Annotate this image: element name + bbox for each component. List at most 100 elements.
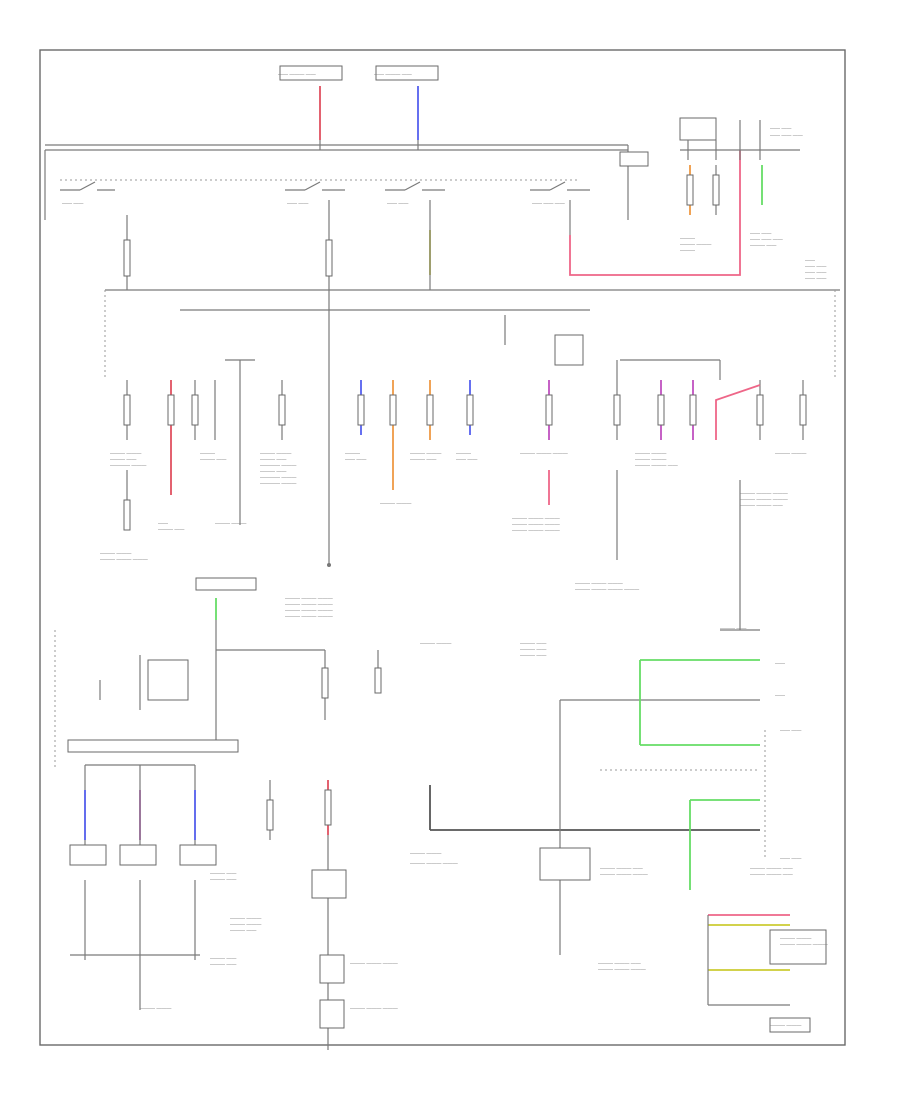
svg-text:——— ——— ———: ——— ——— ——— (512, 528, 560, 534)
svg-text:——— ——— ——— ———: ——— ——— ——— ——— (575, 587, 639, 593)
svg-text:——— ——: ——— —— (260, 469, 286, 475)
svg-text:——— ——— ———: ——— ——— ——— (350, 961, 398, 967)
svg-text:—— ——— ——: —— ——— —— (278, 72, 316, 78)
svg-text:——: —— (775, 661, 785, 667)
svg-text:——— ———: ——— ——— (420, 641, 451, 647)
svg-text:———— ———: ———— ——— (260, 481, 296, 487)
svg-text:—— ——: —— —— (387, 201, 408, 207)
svg-text:——— ——— ———: ——— ——— ——— (410, 861, 458, 867)
box-lower-center (539, 847, 591, 881)
svg-text:——: —— (158, 521, 168, 527)
svg-text:——— ———: ——— ——— (230, 922, 261, 928)
svg-text:——— ———: ——— ——— (100, 551, 131, 557)
svg-text:——— ——: ——— —— (520, 641, 546, 647)
svg-text:——— ———: ——— ——— (410, 451, 441, 457)
connector-top-right (679, 117, 717, 141)
svg-text:——— ——: ——— —— (520, 647, 546, 653)
svg-text:——— ———: ——— ——— (780, 936, 811, 942)
svg-text:——— ——: ——— —— (210, 877, 236, 883)
svg-text:——— ——: ——— —— (230, 928, 256, 934)
svg-text:—— ——: —— —— (780, 856, 801, 862)
power-source-box-left (279, 65, 343, 81)
svg-text:—— —— ——: —— —— —— (750, 237, 783, 243)
fuse-box-center (554, 334, 584, 366)
branch-distribution (123, 290, 807, 630)
component-labels: —— ——— —— —— ——— —— ——— ——— ——— —— ———— … (100, 72, 828, 1029)
power-source-mid (195, 577, 257, 591)
svg-text:—— ——: —— —— (805, 270, 826, 276)
top-bus (44, 144, 649, 220)
svg-text:——— ——— ———: ——— ——— ——— (598, 967, 646, 973)
svg-text:——— ——— ———: ——— ——— ——— (285, 602, 333, 608)
svg-text:—— ——: —— —— (805, 264, 826, 270)
svg-text:—— ——: —— —— (770, 126, 791, 132)
svg-text:——— ———: ——— ——— (110, 451, 141, 457)
svg-text:—— —— ——: —— —— —— (770, 133, 803, 139)
svg-text:——— ———: ——— ——— (635, 457, 666, 463)
svg-text:——— ——— ——: ——— ——— —— (598, 961, 641, 967)
svg-text:——— ——— ———: ——— ——— ——— (285, 608, 333, 614)
svg-text:——: —— (775, 693, 785, 699)
svg-text:—— ——— ——: —— ——— —— (374, 72, 412, 78)
svg-text:———— ———: ———— ——— (260, 463, 296, 469)
top-power-feeds (279, 65, 439, 150)
svg-text:——— ——— ———: ——— ——— ——— (780, 942, 828, 948)
svg-text:———— ———: ———— ——— (110, 463, 146, 469)
middle-section (67, 577, 382, 1050)
svg-text:——— ——— ———: ——— ——— ——— (512, 522, 560, 528)
right-middle-section: —— —— —— —— —— —— (429, 629, 827, 1033)
svg-text:——— ——: ——— —— (260, 457, 286, 463)
ground-box-top-right (619, 151, 649, 167)
svg-text:——— ———: ——— ——— (260, 451, 291, 457)
svg-text:——— ———: ——— ——— (770, 1023, 801, 1029)
svg-text:——: —— (805, 258, 815, 264)
svg-text:———: ——— (680, 236, 695, 242)
svg-text:——— ———: ——— ——— (680, 242, 711, 248)
svg-text:——— ——— ———: ——— ——— ——— (285, 614, 333, 620)
svg-text:——— ———: ——— ——— (140, 1006, 171, 1012)
relay-row: —— —— —— —— —— —— —— —— —— (60, 179, 590, 207)
svg-text:——— ——— ———: ——— ——— ——— (285, 596, 333, 602)
svg-text:———— ———: ———— ——— (260, 475, 296, 481)
svg-text:—— —— ——: —— —— —— (532, 201, 565, 207)
svg-text:——— ——— ———: ——— ——— ——— (575, 581, 623, 587)
svg-text:——— ——: ——— —— (158, 527, 184, 533)
svg-text:——— ——— ——: ——— ——— —— (750, 866, 793, 872)
svg-text:———: ——— (200, 451, 215, 457)
svg-text:——— ——— ———: ——— ——— ——— (512, 516, 560, 522)
svg-text:——— ———: ——— ——— (775, 451, 806, 457)
svg-text:——— ——: ——— —— (110, 457, 136, 463)
svg-text:——— ——— ———: ——— ——— ——— (740, 491, 788, 497)
box-bottom-right (769, 929, 827, 965)
svg-text:——— ——— ———: ——— ——— ——— (100, 557, 148, 563)
svg-text:——— ——— ———: ——— ——— ——— (600, 872, 648, 878)
svg-text:———: ——— (456, 451, 471, 457)
svg-text:——— ——: ——— —— (750, 243, 776, 249)
svg-text:———: ——— (680, 248, 695, 254)
diagram-frame (39, 49, 846, 1046)
svg-text:——— ——— ——: ——— ——— —— (635, 463, 678, 469)
main-bus (104, 289, 840, 380)
svg-text:——— ——: ——— —— (520, 653, 546, 659)
svg-text:——— ——: ——— —— (210, 956, 236, 962)
svg-text:——— ——— ———: ——— ——— ——— (740, 497, 788, 503)
svg-text:—— ——: —— —— (750, 231, 771, 237)
svg-text:——— ——: ——— —— (210, 962, 236, 968)
svg-text:——— ——— ——: ——— ——— —— (740, 503, 783, 509)
svg-text:——— ———: ——— ——— (410, 851, 441, 857)
svg-text:——— ——: ——— —— (200, 457, 226, 463)
box-bottom-right-small (769, 1017, 811, 1033)
svg-text:——— ———: ——— ——— (215, 521, 246, 527)
svg-text:——— ———: ——— ——— (380, 501, 411, 507)
svg-text:——— ——: ——— —— (210, 871, 236, 877)
relay-drops (123, 150, 741, 290)
relay-box-left (147, 659, 189, 701)
svg-text:—— ——: —— —— (456, 457, 477, 463)
left-column (54, 470, 618, 770)
svg-text:—— ——: —— —— (805, 276, 826, 282)
svg-text:——— ——— ——: ——— ——— —— (600, 866, 643, 872)
svg-text:——— ——— ——: ——— ——— —— (750, 872, 793, 878)
junction-block (67, 739, 239, 753)
svg-text:—— ——: —— —— (780, 728, 801, 734)
